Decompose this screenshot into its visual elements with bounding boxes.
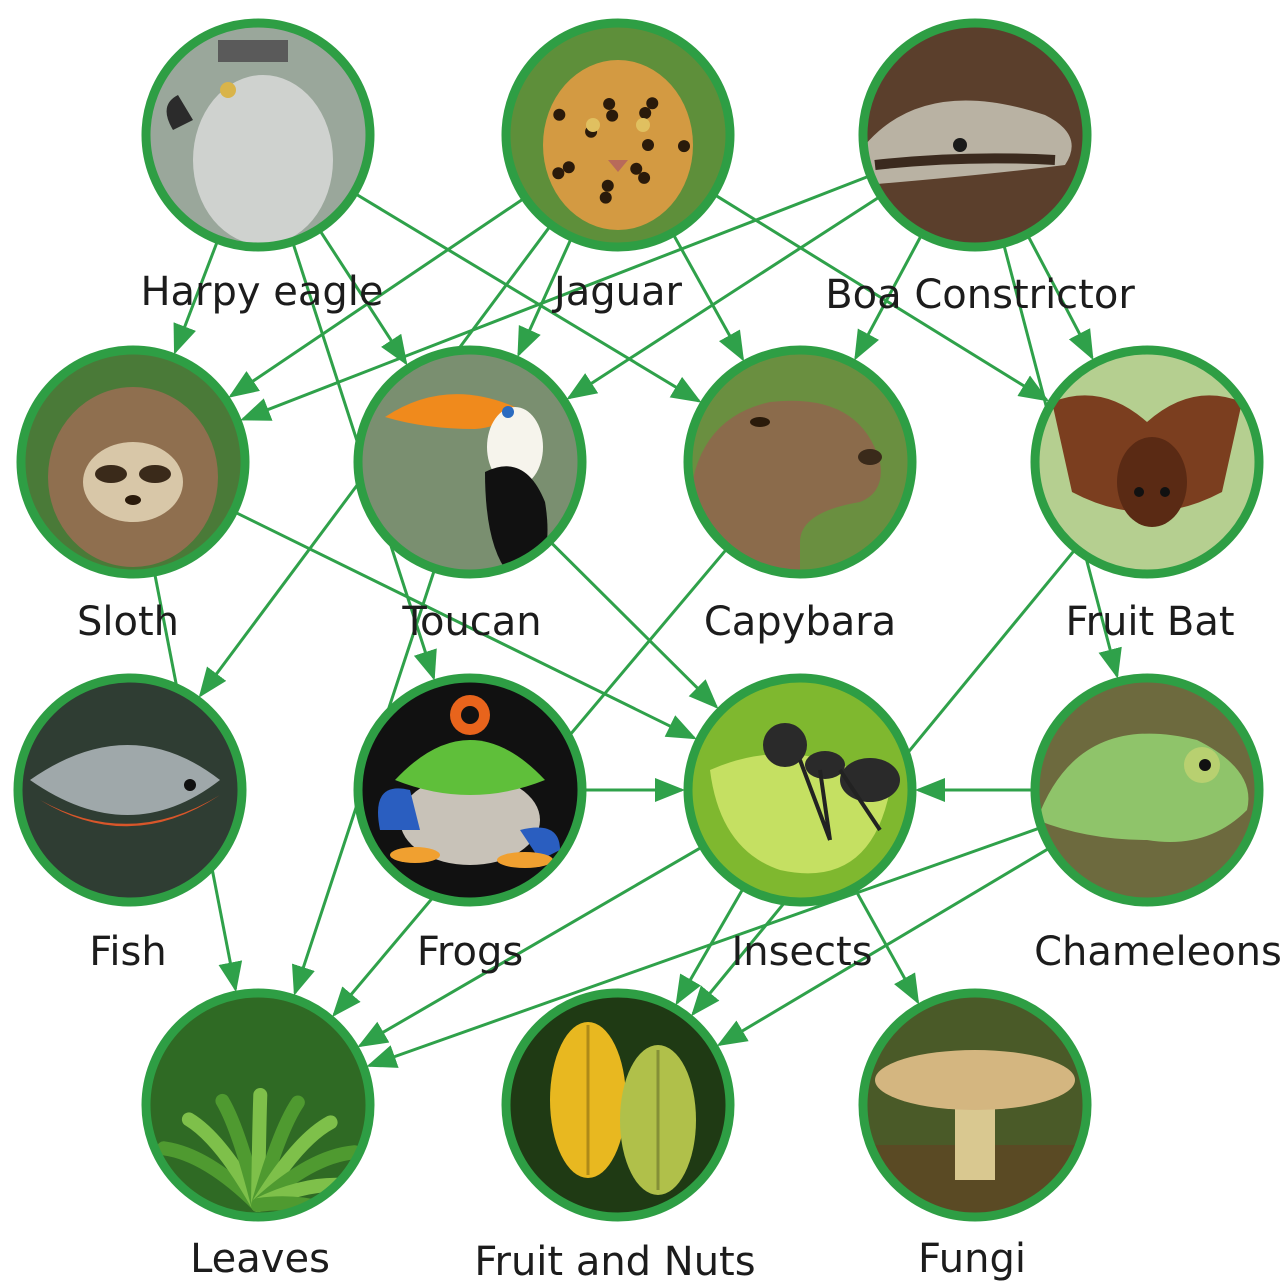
toucan-eye xyxy=(502,406,514,418)
node-fish xyxy=(18,678,242,902)
node-capybara xyxy=(688,350,912,582)
bat-eye-left xyxy=(1134,487,1144,497)
jaguar-spot xyxy=(630,163,642,175)
jaguar-spot xyxy=(602,180,614,192)
sloth-eye-right xyxy=(139,465,171,483)
snake-eye xyxy=(953,138,967,152)
bat-head xyxy=(1117,437,1187,527)
node-chameleon xyxy=(1035,678,1259,902)
node-insects xyxy=(688,678,912,902)
node-jaguar xyxy=(506,23,730,247)
label-leaves: Leaves xyxy=(190,1236,330,1282)
bat-eye-right xyxy=(1160,487,1170,497)
label-fungi: Fungi xyxy=(918,1236,1026,1282)
label-frog: Frogs xyxy=(417,929,523,975)
jaguar-spot xyxy=(606,110,618,122)
frog-foot-right xyxy=(497,852,553,868)
label-jaguar: Jaguar xyxy=(551,269,683,315)
node-frog xyxy=(358,678,582,902)
jaguar-eye-left xyxy=(586,118,600,132)
arrow-toucan-to-insects xyxy=(551,542,716,706)
jaguar-spot xyxy=(642,139,654,151)
jaguar-eye-right xyxy=(636,118,650,132)
eagle-body xyxy=(193,75,333,245)
node-bat xyxy=(1035,350,1259,574)
jaguar-spot xyxy=(600,192,612,204)
label-insects: Insects xyxy=(731,929,872,975)
label-toucan: Toucan xyxy=(401,599,541,645)
jaguar-spot xyxy=(552,167,564,179)
jaguar-spot xyxy=(553,109,565,121)
sloth-face xyxy=(83,442,183,522)
label-sloth: Sloth xyxy=(77,599,179,645)
label-fish: Fish xyxy=(89,929,166,975)
label-capybara: Capybara xyxy=(704,599,896,645)
jaguar-spot xyxy=(638,172,650,184)
sloth-eye-left xyxy=(95,465,127,483)
label-bat: Fruit Bat xyxy=(1065,599,1234,645)
label-harpy: Harpy eagle xyxy=(140,269,383,315)
node-fungi xyxy=(863,993,1087,1225)
jaguar-head xyxy=(543,60,693,230)
jaguar-spot xyxy=(603,98,615,110)
mushroom-cap xyxy=(875,1050,1075,1110)
jaguar-spot xyxy=(678,140,690,152)
node-fruit xyxy=(506,993,730,1217)
node-leaves xyxy=(146,993,370,1227)
label-chameleon: Chameleons xyxy=(1034,929,1280,975)
sloth-nose xyxy=(125,495,141,505)
chameleon-pupil xyxy=(1199,759,1211,771)
ant-thorax xyxy=(805,751,845,779)
fish-eye xyxy=(184,779,196,791)
eagle-crest xyxy=(218,40,288,62)
capybara-nose xyxy=(858,449,882,465)
label-boa: Boa Constrictor xyxy=(825,272,1135,318)
jaguar-spot xyxy=(639,107,651,119)
jaguar-spot xyxy=(563,161,575,173)
arrow-jaguar-to-capybara xyxy=(673,235,742,359)
frog-pupil xyxy=(461,706,479,724)
capybara-eye xyxy=(750,417,770,427)
node-sloth xyxy=(21,350,245,574)
jaguar-spot xyxy=(646,97,658,109)
eagle-eye xyxy=(220,82,236,98)
label-fruit: Fruit and Nuts xyxy=(474,1239,755,1282)
node-harpy xyxy=(146,23,370,247)
node-boa xyxy=(863,23,1087,247)
frog-foot-left xyxy=(390,847,440,863)
